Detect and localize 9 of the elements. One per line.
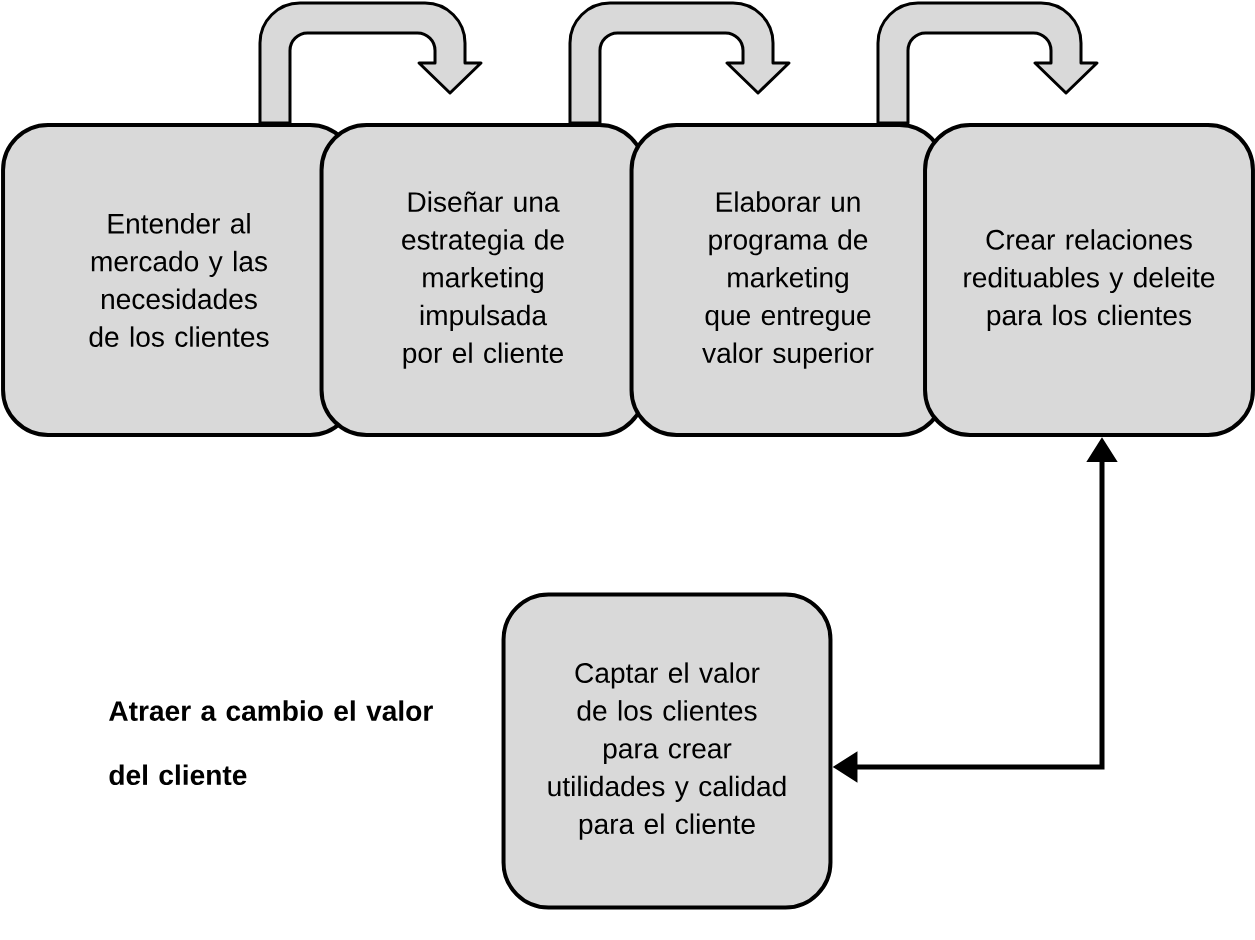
curved-block-arrow xyxy=(258,1,483,125)
process-box: Crear relaciones redituables y deleite para los clientes xyxy=(923,123,1255,437)
note-text: Atraer a cambio el valor del cliente xyxy=(109,700,433,786)
process-box: Diseñar una estrategia de marketing impulsada por el cliente xyxy=(319,123,647,437)
curved-block-arrow xyxy=(568,1,791,125)
process-box: Elaborar un programa de marketing que entregue valor superior xyxy=(629,123,947,437)
process-box: Captar el valor de los clientes para crear utilidades y calidad para el cliente xyxy=(501,592,833,910)
curved-block-arrow xyxy=(876,1,1099,125)
process-box: Entender al mercado y las necesidades de los clientes xyxy=(1,123,357,437)
